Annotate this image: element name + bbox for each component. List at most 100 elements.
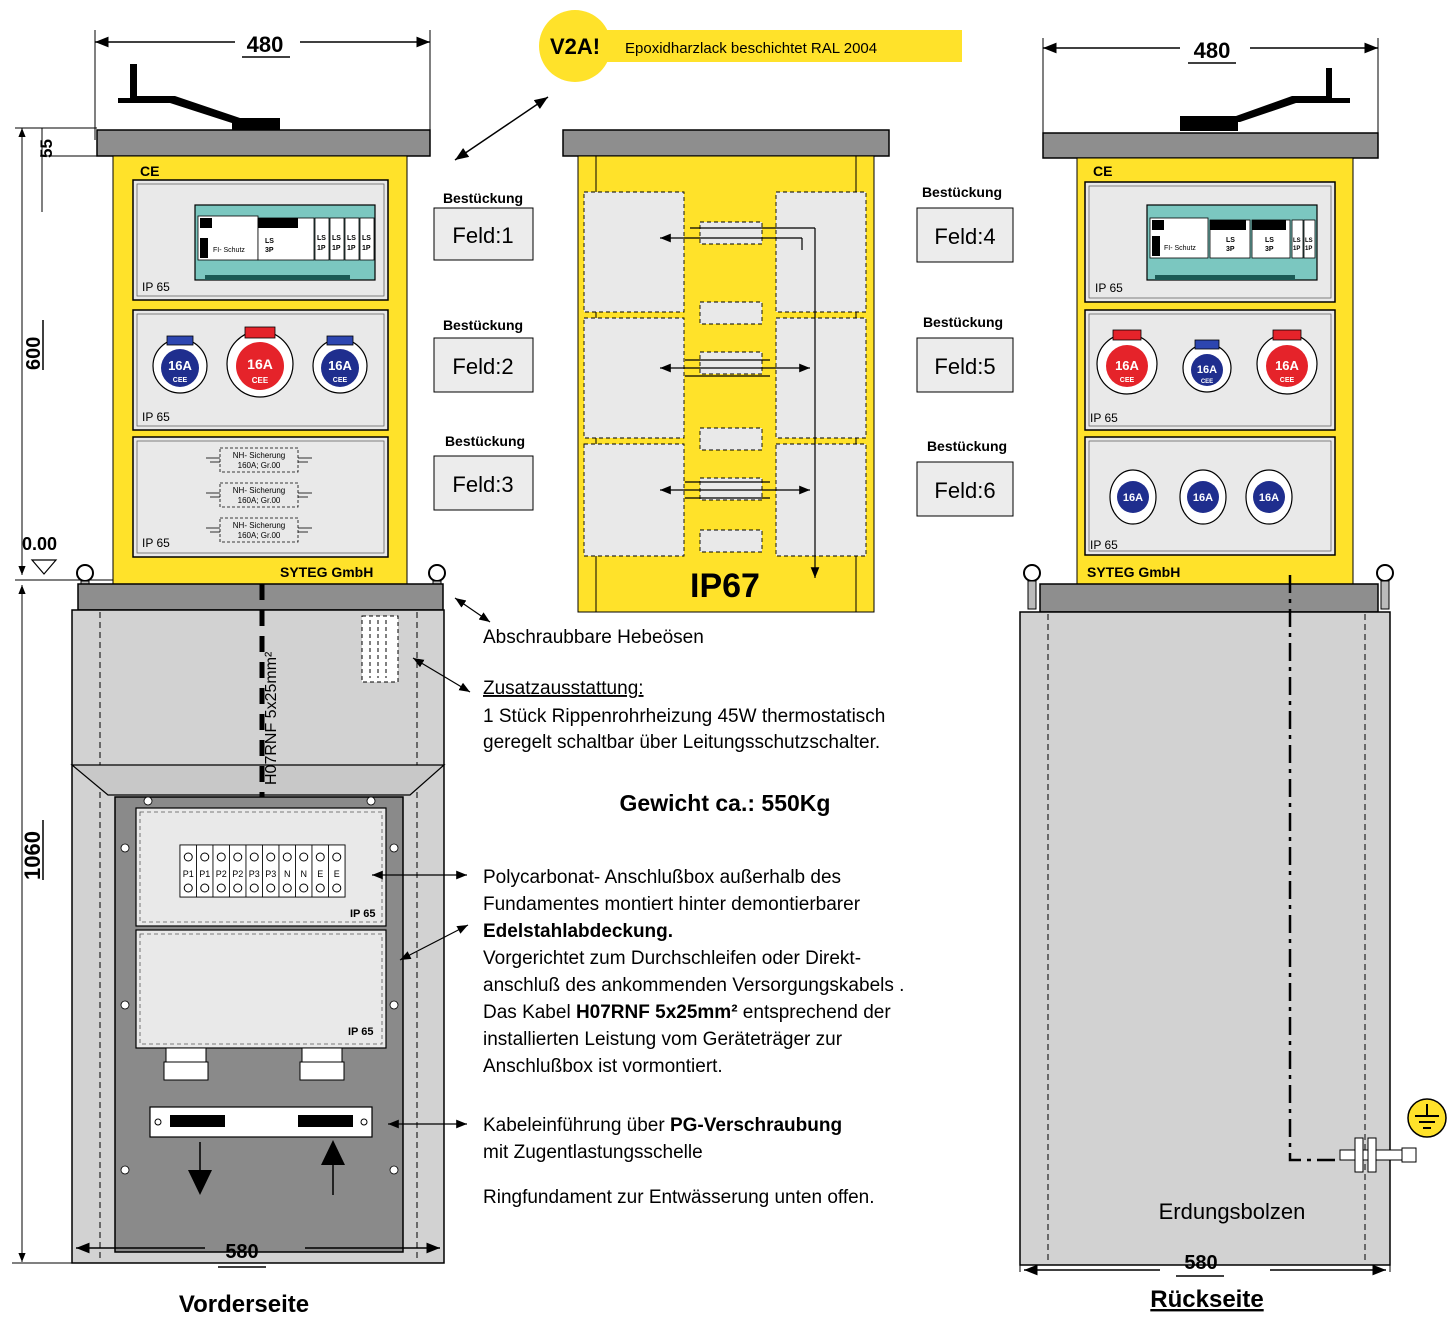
terminal-screw xyxy=(216,852,226,862)
socket-rating: 16A xyxy=(1275,358,1299,373)
ls-pole-label: 1P xyxy=(362,245,371,252)
ip65-label: IP 65 xyxy=(1095,281,1123,295)
ring-label: Ringfundament zur Entwässerung unten off… xyxy=(483,1187,875,1208)
field-1-label: Feld:1 xyxy=(452,223,513,248)
field-6-label: Feld:6 xyxy=(934,478,995,503)
dimension-heights-left: 55 600 0.00 1060 xyxy=(12,127,115,1264)
nh-fuse-rating: 160A; Gr.00 xyxy=(238,496,281,505)
strain-relief-clamp xyxy=(149,1106,373,1138)
ip65-label: IP 65 xyxy=(142,410,170,424)
field-heading: Bestückung xyxy=(443,317,523,333)
socket-cee: CEE xyxy=(333,377,348,384)
terminal-box-lower: IP 65 xyxy=(135,929,387,1049)
field-heading: Bestückung xyxy=(445,433,525,449)
field-heading: Bestückung xyxy=(927,438,1007,454)
ip65-label: IP 65 xyxy=(142,536,170,550)
heater xyxy=(361,615,399,683)
ls-pole-label: 1P xyxy=(1305,246,1312,252)
weight-label: Gewicht ca.: 550Kg xyxy=(620,790,831,816)
dim-1060-label: 1060 xyxy=(20,831,45,880)
erdung-label: Erdungsbolzen xyxy=(1159,1199,1306,1224)
poly-line-1: Polycarbonat- Anschlußbox außerhalb des xyxy=(483,867,841,888)
ls-label: LS xyxy=(1226,237,1235,244)
terminal-screw xyxy=(266,852,276,862)
terminal-clamp xyxy=(332,883,342,893)
fi-schutz-label: FI- Schutz xyxy=(1164,245,1196,252)
nh-fuse-label: NH- Sicherung xyxy=(233,521,285,530)
ls-label: LS xyxy=(1265,237,1274,244)
field-heading: Bestückung xyxy=(923,314,1003,330)
cee-socket-blue: 16A CEE xyxy=(152,335,208,394)
field-2-label: Feld:2 xyxy=(452,354,513,379)
back-panel-field-4: FI- Schutz LS 3P LS 3P LS LS 1P 1P IP 65 xyxy=(1084,181,1336,303)
back-view: 480 CE FI- Schutz LS 3P LS 3P xyxy=(1019,38,1447,1313)
cable-glands xyxy=(163,1047,345,1081)
socket-cee: CEE xyxy=(1120,377,1135,384)
terminal-clamp xyxy=(233,883,243,893)
kabel-line-2: mit Zugentlastungsschelle xyxy=(483,1142,703,1163)
cee-socket-red: 16A CEE xyxy=(226,326,294,398)
poly-line-4: Vorgerichtet zum Durchschleifen oder Dir… xyxy=(483,948,861,969)
nh-fuse-label: NH- Sicherung xyxy=(233,451,285,460)
terminal-clamp xyxy=(249,883,259,893)
socket-rating: 16A xyxy=(168,358,192,373)
back-caption: Rückseite xyxy=(1150,1286,1263,1313)
terminal-label: P1 xyxy=(183,869,194,879)
ce-mark-back: CE xyxy=(1093,163,1112,179)
ls-label: LS xyxy=(347,235,356,242)
socket-rating: 16A xyxy=(1197,364,1217,376)
cee-socket-red: 16A CEE xyxy=(1256,329,1318,395)
ls-pole-label: 1P xyxy=(1293,246,1300,252)
dimension-width-bottom-left: 580 xyxy=(71,1235,445,1268)
dimension-width-top-left: 480 xyxy=(94,30,431,140)
socket-16a: 16A xyxy=(1179,469,1227,525)
ls-pole-label: 1P xyxy=(332,245,341,252)
front-caption: Vorderseite xyxy=(179,1291,309,1318)
hebeoesen-label: Abschraubbare Hebeösen xyxy=(483,627,704,648)
ip65-label: IP 65 xyxy=(142,280,170,294)
socket-cee: CEE xyxy=(1280,377,1295,384)
terminal-screw xyxy=(315,852,325,862)
cee-socket-blue: 16A CEE xyxy=(312,335,368,394)
terminal-label: P1 xyxy=(199,869,210,879)
ls-3p-pole-label: 3P xyxy=(265,247,274,254)
ip67-label: IP67 xyxy=(690,567,760,605)
lid-handle-right xyxy=(1180,68,1350,131)
terminal-screw xyxy=(282,852,292,862)
dimension-width-bottom-right: 580 xyxy=(1019,1252,1391,1277)
ls-pole-label: 3P xyxy=(1226,246,1235,253)
front-view: 480 55 600 0.00 1060 CE xyxy=(12,30,446,1318)
zusatz-line-1: 1 Stück Rippenrohrheizung 45W thermostat… xyxy=(483,706,885,727)
ls-label: LS xyxy=(317,235,326,242)
ip65-label: IP 65 xyxy=(348,1026,374,1038)
zusatz-title: Zusatzausstattung: xyxy=(483,678,644,699)
socket-rating: 16A xyxy=(247,356,273,372)
coating-label: Epoxidharzlack beschichtet RAL 2004 xyxy=(625,40,877,57)
dim-600-label: 600 xyxy=(23,337,45,370)
nh-fuse-rating: 160A; Gr.00 xyxy=(238,461,281,470)
terminal-screw xyxy=(233,852,243,862)
fi-schutz-label: FI- Schutz xyxy=(213,247,245,254)
poly-line-6: Das Kabel H07RNF 5x25mm² entsprechend de… xyxy=(483,1002,891,1023)
terminal-label: N xyxy=(301,869,308,879)
socket-rating: 16A xyxy=(1193,492,1213,504)
back-panel-field-6: 16A 16A 16A IP 65 xyxy=(1084,436,1336,556)
maker-label: SYTEG GmbH xyxy=(280,564,373,580)
eyebolt-back-left xyxy=(1023,564,1041,610)
poly-line-3: Edelstahlabdeckung. xyxy=(483,921,673,942)
terminal-label: P3 xyxy=(265,869,276,879)
socket-rating: 16A xyxy=(1259,492,1279,504)
foundation-back xyxy=(1019,611,1391,1266)
lid-handle xyxy=(118,64,280,131)
field-labels-right: Bestückung Feld:4 Bestückung Feld:5 Best… xyxy=(916,184,1014,517)
ls-pole-label: 1P xyxy=(317,245,326,252)
dim-480-right-label: 480 xyxy=(1194,38,1231,63)
nh-fuse-label: NH- Sicherung xyxy=(233,486,285,495)
socket-cee: CEE xyxy=(173,377,188,384)
v2a-label: V2A! xyxy=(550,34,600,59)
terminal-screw xyxy=(299,852,309,862)
socket-rating: 16A xyxy=(328,358,352,373)
poly-line-2: Fundamentes montiert hinter demontierbar… xyxy=(483,894,861,915)
